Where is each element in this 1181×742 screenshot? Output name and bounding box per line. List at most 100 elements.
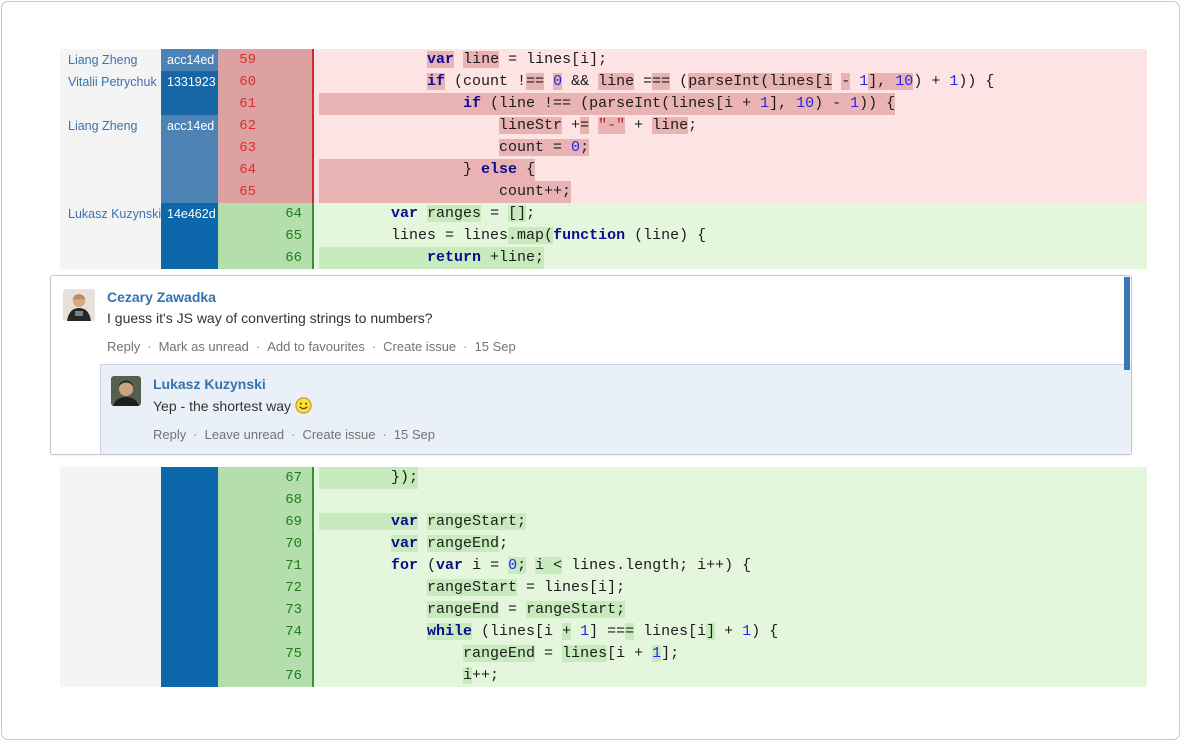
code-token: ) { [751,623,779,640]
code-token: var [391,205,419,222]
code-line[interactable]: rangeEnd = rangeStart; [312,599,1147,621]
code-token: = [481,205,509,222]
code-line[interactable] [312,489,1147,511]
unread-indicator-bar [1124,277,1130,370]
new-line-number[interactable] [264,49,312,71]
code-line[interactable]: rangeEnd = lines[i + 1]; [312,643,1147,665]
code-token: ]; [661,645,680,662]
action-link-mark-as-unread[interactable]: Mark as unread [158,339,249,354]
new-line-number[interactable]: 75 [264,643,312,665]
old-line-number[interactable] [218,665,264,687]
blame-author-link[interactable]: Lukasz Kuzynski [60,203,161,225]
blame-author-link[interactable]: Liang Zheng [60,115,161,137]
new-line-number[interactable] [264,115,312,137]
code-token: "-" [598,117,626,134]
old-line-number[interactable]: 61 [218,93,264,115]
code-line[interactable]: while (lines[i + 1] === lines[i] + 1) { [312,621,1147,643]
old-line-number[interactable] [218,225,264,247]
code-line[interactable]: var ranges = []; [312,203,1147,225]
code-token [319,513,392,530]
code-token: (lines[i [472,623,563,640]
new-line-number[interactable] [264,137,312,159]
new-line-number[interactable]: 71 [264,555,312,577]
new-line-number[interactable]: 65 [264,225,312,247]
blame-author-link[interactable]: Liang Zheng [60,49,161,71]
comment-body: Yep - the shortest way [153,397,435,414]
code-line[interactable]: } else { [312,159,1147,181]
commit-hash-cell [161,599,218,621]
avatar [63,289,95,321]
action-link-add-to-favourites[interactable]: Add to favourites [267,339,365,354]
old-line-number[interactable]: 64 [218,159,264,181]
new-line-number[interactable]: 76 [264,665,312,687]
new-line-number[interactable]: 73 [264,599,312,621]
old-line-number[interactable] [218,533,264,555]
old-line-number[interactable]: 60 [218,71,264,93]
new-line-number[interactable]: 64 [264,203,312,225]
old-line-number[interactable] [218,511,264,533]
code-line[interactable]: var rangeEnd; [312,533,1147,555]
old-line-number[interactable]: 65 [218,181,264,203]
action-link-create-issue[interactable]: Create issue [383,339,457,354]
old-line-number[interactable]: 63 [218,137,264,159]
old-line-number[interactable]: 59 [218,49,264,71]
old-line-number[interactable] [218,577,264,599]
code-line[interactable]: count++; [312,181,1147,203]
code-line[interactable]: for (var i = 0; i < lines.length; i++) { [312,555,1147,577]
code-line[interactable]: i++; [312,665,1147,687]
new-line-number[interactable]: 66 [264,247,312,269]
code-token: ] == [589,623,626,640]
code-line[interactable]: lineStr += "-" + line; [312,115,1147,137]
action-link-reply[interactable]: Reply [153,427,187,442]
code-line[interactable]: var rangeStart; [312,511,1147,533]
diff-row: 70 var rangeEnd; [60,533,1147,555]
new-line-number[interactable]: 70 [264,533,312,555]
code-token [319,535,391,552]
new-line-number[interactable]: 69 [264,511,312,533]
code-line[interactable]: count = 0; [312,137,1147,159]
action-link-leave-unread[interactable]: Leave unread [204,427,285,442]
commit-hash-link[interactable]: acc14ed [161,49,218,71]
old-line-number[interactable]: 62 [218,115,264,137]
new-line-number[interactable]: 72 [264,577,312,599]
code-token: + [715,623,743,640]
new-line-number[interactable] [264,93,312,115]
new-line-number[interactable] [264,159,312,181]
old-line-number[interactable] [218,467,264,489]
new-line-number[interactable]: 68 [264,489,312,511]
old-line-number[interactable] [218,599,264,621]
action-link-reply[interactable]: Reply [107,339,141,354]
code-line[interactable]: return +line; [312,247,1147,269]
blame-author-cell [60,599,161,621]
new-line-number[interactable]: 67 [264,467,312,489]
new-line-number[interactable] [264,181,312,203]
code-token [319,205,391,222]
new-line-number[interactable]: 74 [264,621,312,643]
old-line-number[interactable] [218,203,264,225]
old-line-number[interactable] [218,643,264,665]
commit-hash-link[interactable]: acc14ed [161,115,218,137]
comment-author-link[interactable]: Cezary Zawadka [107,289,216,305]
commit-hash-link[interactable]: 14e462d [161,203,218,225]
blame-author-cell [60,247,161,269]
code-token: ranges [427,205,482,222]
code-line[interactable]: rangeStart = lines[i]; [312,577,1147,599]
new-line-number[interactable] [264,71,312,93]
code-line[interactable]: lines = lines.map(function (line) { [312,225,1147,247]
code-line[interactable]: if (count !== 0 && line === (parseInt(li… [312,71,1147,93]
old-line-number[interactable] [218,621,264,643]
old-line-number[interactable] [218,489,264,511]
old-line-number[interactable] [218,555,264,577]
code-token [319,117,499,134]
code-token [418,513,427,530]
code-line[interactable]: var line = lines[i]; [312,49,1147,71]
action-link-create-issue[interactable]: Create issue [302,427,376,442]
code-line[interactable]: if (line !== (parseInt(lines[i + 1], 10)… [312,93,1147,115]
code-line[interactable]: }); [312,467,1147,489]
blame-author-cell [60,93,161,115]
blame-author-link[interactable]: Vitalii Petrychuk [60,71,161,93]
old-line-number[interactable] [218,247,264,269]
code-token: for [391,557,419,574]
commit-hash-link[interactable]: 1331923 [161,71,218,93]
comment-author-link[interactable]: Lukasz Kuzynski [153,376,266,392]
